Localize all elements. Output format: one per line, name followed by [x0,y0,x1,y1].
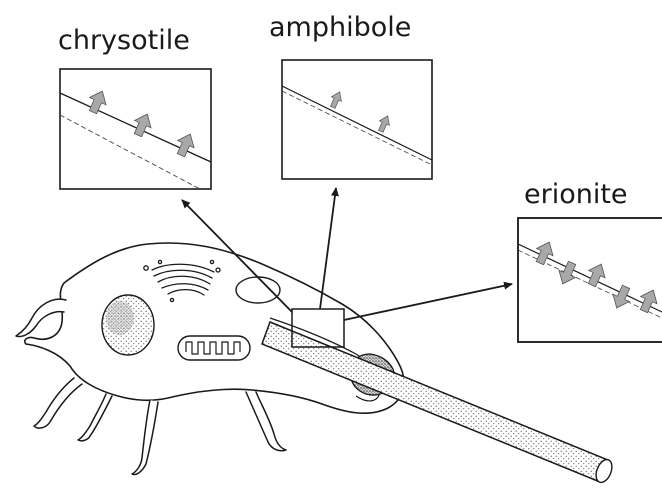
nucleus-shading [106,301,134,335]
label-erionite: erionite [524,181,628,208]
cell-membrane [25,243,404,413]
cell [25,243,404,413]
pseudopod-left-2 [34,378,82,428]
label-amphibole: amphibole [269,14,411,41]
pseudopod-bottom-3 [78,394,112,441]
label-chrysotile: chrysotile [58,27,190,54]
mitochondrion [178,336,250,360]
inset-erionite [518,218,662,342]
arrow-to-amphibole [320,188,336,309]
inset-amphibole [282,60,432,179]
pseudopod-bottom-2 [246,392,286,451]
pseudopod-bottom-1 [132,400,158,475]
inset-chrysotile [60,69,211,189]
arrow-to-erionite [344,284,512,320]
vacuole [236,277,280,303]
